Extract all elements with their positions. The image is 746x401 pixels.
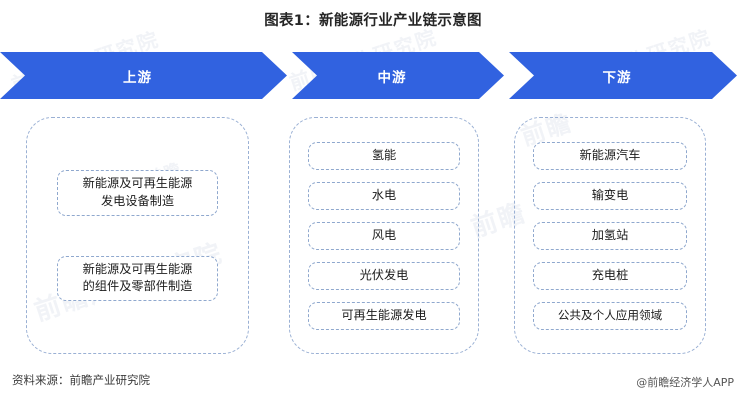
stage-arrow-upstream-label: 上游: [123, 69, 152, 86]
stage-banner: 上游 中游 下游: [0, 52, 746, 99]
stage-arrow-midstream-label: 中游: [377, 69, 407, 86]
midstream-node: 氢能: [308, 141, 460, 170]
page-title: 图表1：新能源行业产业链示意图: [264, 13, 482, 29]
stage-arrow-upstream: 上游: [0, 52, 287, 99]
downstream-node: 加氢站: [533, 221, 687, 250]
downstream-node: 新能源汽车: [533, 141, 687, 170]
midstream-node: 光伏发电: [308, 261, 460, 290]
midstream-node: 可再生能源发电: [308, 301, 460, 330]
upstream-group: 新能源及可再生能源 发电设备制造 新能源及可再生能源 的组件及零部件制造: [26, 117, 249, 354]
downstream-group: 新能源汽车 输变电 加氢站 充电桩 公共及个人应用领域: [514, 117, 706, 354]
stage-arrow-downstream: 下游: [509, 52, 737, 99]
downstream-node: 输变电: [533, 181, 687, 210]
midstream-node: 风电: [308, 221, 460, 250]
upstream-node: 新能源及可再生能源 发电设备制造: [57, 170, 218, 216]
downstream-node: 公共及个人应用领域: [533, 301, 687, 330]
stage-arrow-downstream-label: 下游: [602, 69, 632, 86]
source-note: 资料来源：前瞻产业研究院: [12, 373, 150, 387]
upstream-node: 新能源及可再生能源 的组件及零部件制造: [57, 255, 218, 301]
attribution-note: @前瞻经济学人APP: [636, 376, 734, 389]
midstream-node: 水电: [308, 181, 460, 210]
stage-arrow-midstream: 中游: [292, 52, 504, 99]
downstream-node: 充电桩: [533, 261, 687, 290]
midstream-group: 氢能 水电 风电 光伏发电 可再生能源发电: [289, 117, 479, 354]
